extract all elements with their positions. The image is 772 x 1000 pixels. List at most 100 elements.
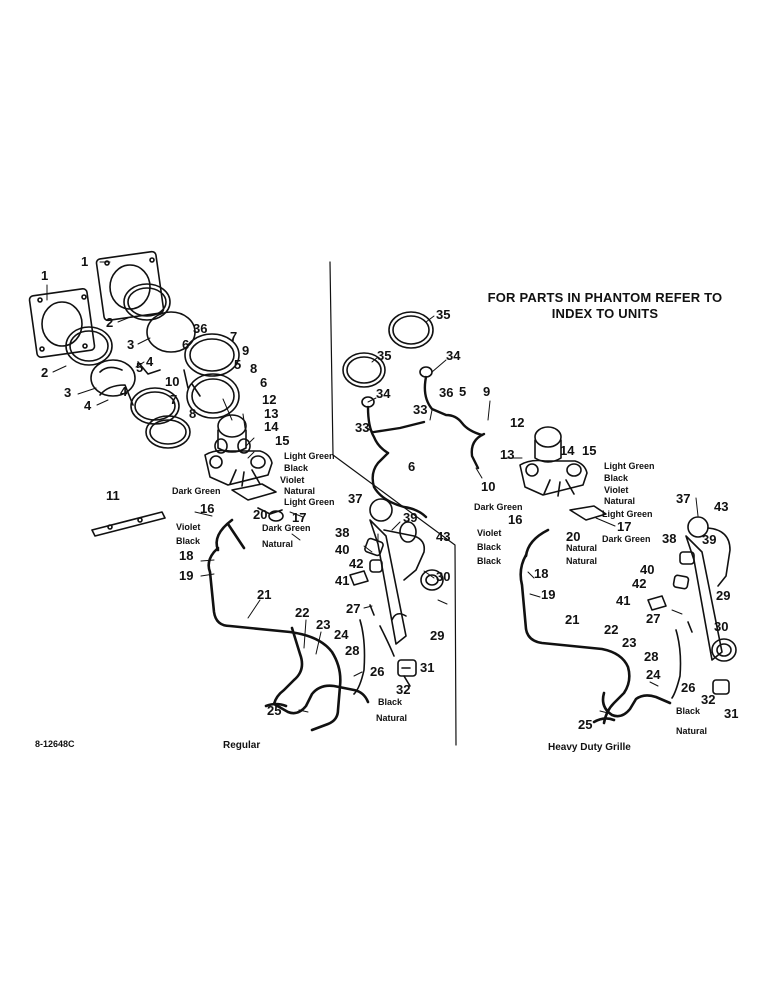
wire-label-natural: Natural (284, 486, 316, 496)
callout-number: 39 (403, 510, 418, 525)
wire-label-r-light-green-2: Light Green (602, 509, 653, 519)
callout-number: 23 (316, 617, 331, 632)
callout-number: 36 (439, 385, 454, 400)
callout-number: 37 (348, 491, 363, 506)
callout-number: 2 (106, 315, 114, 330)
callout-number: 28 (345, 643, 360, 658)
callout-number: 5 (234, 357, 242, 372)
callout-number: 31 (420, 660, 435, 675)
wire-label-black-2: Black (176, 536, 201, 546)
wire-label-r-black-2: Black (477, 542, 502, 552)
callout-number: 27 (346, 601, 361, 616)
callout-number: 13 (500, 447, 515, 462)
callout-number: 6 (260, 375, 268, 390)
wire-label-violet-2: Violet (176, 522, 201, 532)
wire-label-light-green-2: Light Green (284, 497, 335, 507)
callout-number: 38 (335, 525, 350, 540)
callout-number: 27 (646, 611, 661, 626)
wire-label-light-green: Light Green (284, 451, 335, 461)
callout-number: 10 (165, 374, 180, 389)
callout-number: 32 (701, 692, 716, 707)
callout-number: 20 (253, 507, 268, 522)
wire-label-r-black: Black (604, 473, 629, 483)
caption-regular: Regular (223, 740, 261, 751)
callout-number: 11 (106, 488, 120, 503)
callout-number: 1 (41, 268, 49, 283)
wire-label-dark-green: Dark Green (172, 486, 221, 496)
callout-number: 8 (250, 361, 258, 376)
wire-label-r-natural-3: Natural (566, 556, 598, 566)
callout-number: 22 (604, 622, 619, 637)
callout-number: 17 (292, 510, 307, 525)
callout-number: 19 (541, 587, 556, 602)
left-headlight-frame-1a (28, 287, 96, 359)
callout-number: 28 (644, 649, 659, 664)
callout-number: 10 (481, 479, 496, 494)
callout-number: 14 (560, 443, 575, 458)
callout-number: 12 (510, 415, 525, 430)
wire-label-r-violet-2: Violet (477, 528, 502, 538)
callout-number: 24 (646, 667, 661, 682)
callout-number: 8 (189, 406, 197, 421)
callout-number: 7 (170, 392, 178, 407)
callout-number: 16 (508, 512, 523, 527)
wire-label-r-natural: Natural (604, 496, 636, 506)
wire-label-natural-2: Natural (262, 539, 294, 549)
wire-label-dark-green-2: Dark Green (262, 523, 311, 533)
callout-number: 24 (334, 627, 349, 642)
phantom-note: FOR PARTS IN PHANTOM REFER TO INDEX TO U… (460, 290, 750, 322)
right-wiring-harness (519, 528, 672, 725)
divider-lines (329, 261, 457, 746)
left-headlight-rings (65, 283, 240, 449)
callout-number: 7 (230, 329, 238, 344)
callout-number: 33 (413, 402, 428, 417)
callout-number: 29 (716, 588, 731, 603)
callout-number: 4 (146, 354, 154, 369)
callout-number: 41 (335, 573, 350, 588)
callout-number: 36 (193, 321, 208, 336)
right-taillight-bracket (647, 516, 737, 699)
wire-label-r-dark-green: Dark Green (474, 502, 523, 512)
callout-number: 35 (377, 348, 392, 363)
callout-number: 32 (396, 682, 411, 697)
right-switch-assembly (519, 426, 607, 521)
callout-number: 4 (120, 384, 128, 399)
callout-number: 41 (616, 593, 631, 608)
wire-label-r-natural-4: Natural (676, 726, 708, 736)
wire-label-r-black-3: Black (477, 556, 502, 566)
callout-number: 30 (436, 569, 451, 584)
callout-number: 26 (370, 664, 385, 679)
callout-number: 34 (376, 386, 391, 401)
callout-number: 33 (355, 420, 370, 435)
wire-label-black-3: Black (378, 697, 403, 707)
callout-number: 2 (41, 365, 49, 380)
wire-label-r-black-4: Black (676, 706, 701, 716)
callout-number: 42 (349, 556, 364, 571)
callout-number: 6 (408, 459, 416, 474)
callout-number: 37 (676, 491, 691, 506)
wire-label-natural-3: Natural (376, 713, 408, 723)
callout-number: 6 (182, 337, 190, 352)
callout-number: 40 (335, 542, 350, 557)
right-headlight-harness (366, 375, 486, 519)
callout-number: 12 (262, 392, 277, 407)
wire-label-r-dark-green-2: Dark Green (602, 534, 651, 544)
wire-label-violet: Violet (280, 475, 305, 485)
callout-number: 17 (617, 519, 632, 534)
wire-label-black: Black (284, 463, 309, 473)
callout-number: 38 (662, 531, 677, 546)
left-harness-bar-11 (91, 511, 166, 537)
left-lamp-brackets (99, 361, 201, 406)
callout-number: 21 (565, 612, 580, 627)
callout-number: 9 (483, 384, 491, 399)
callout-number: 23 (622, 635, 637, 650)
left-switch-assembly (204, 414, 284, 522)
callout-number: 35 (436, 307, 451, 322)
callout-number: 19 (179, 568, 194, 583)
callout-number: 5 (136, 360, 144, 375)
figure-id: 8-12648C (35, 739, 75, 749)
callout-number: 3 (64, 385, 72, 400)
left-taillight-bracket (349, 498, 444, 695)
callout-number: 29 (430, 628, 445, 643)
